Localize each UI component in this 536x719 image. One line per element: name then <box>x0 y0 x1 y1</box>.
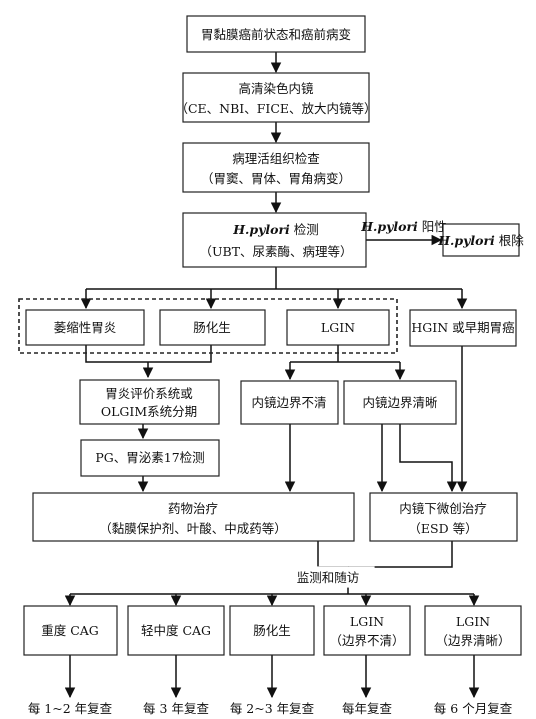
node-endoscopic-therapy-title: 内镜下微创治疗 <box>399 501 487 516</box>
node-unclear-margin: 内镜边界不清 <box>240 380 339 425</box>
node-surveillance: 监测和随访 <box>283 566 375 588</box>
node-endoscopic-therapy-detail: （ESD 等） <box>408 521 477 536</box>
node-hp-test: H.pylori 检测 （UBT、尿素酶、病理等） <box>182 212 367 268</box>
node-review-yearly: 每年复查 <box>323 698 411 718</box>
node-review-3y: 每 3 年复查 <box>127 698 225 718</box>
edge-n4-split <box>86 267 462 290</box>
hp-italic: H.pylori <box>232 222 290 237</box>
node-olgim: 胃炎评价系统或 OLGIM系统分期 <box>79 379 220 425</box>
node-pg-test-text: PG、胃泌素17检测 <box>95 450 204 465</box>
node-biopsy: 病理活组织检查 （胃窦、胃体、胃角病变） <box>182 142 370 193</box>
node-pg-test: PG、胃泌素17检测 <box>80 439 220 477</box>
node-lgin-unclear: LGIN （边界不清） <box>323 605 411 656</box>
node-review-3y-text: 每 3 年复查 <box>143 701 209 716</box>
node-mild-cag-text: 轻中度 CAG <box>141 623 211 638</box>
node-drug-therapy-detail: （黏膜保护剂、叶酸、中成药等） <box>99 521 287 536</box>
hp-positive-suffix: 阳性 <box>418 219 447 234</box>
node-clear-margin: 内镜边界清晰 <box>343 380 457 425</box>
node-intestinal-metaplasia: 肠化生 <box>159 309 266 346</box>
node-im-followup-text: 肠化生 <box>253 623 291 638</box>
node-surveillance-text: 监测和随访 <box>297 570 360 585</box>
node-biopsy-detail: （胃窦、胃体、胃角病变） <box>201 171 351 186</box>
node-chromoendoscopy: 高清染色内镜 （CE、NBI、FICE、放大内镜等） <box>175 72 377 123</box>
node-endoscopic-therapy: 内镜下微创治疗 （ESD 等） <box>369 492 518 542</box>
node-chromoendoscopy-title: 高清染色内镜 <box>238 81 314 96</box>
edge-n8-n11 <box>290 345 400 379</box>
node-hgin-text: HGIN 或早期胃癌 <box>411 320 514 335</box>
node-review-2-3y-text: 每 2~3 年复查 <box>230 701 315 716</box>
hp-eradication-suffix: 根除 <box>495 233 524 248</box>
node-olgim-detail: OLGIM系统分期 <box>101 404 197 419</box>
node-severe-cag-text: 重度 CAG <box>41 623 99 638</box>
node-lgin-clear-detail: （边界清晰） <box>435 633 510 648</box>
node-clear-margin-text: 内镜边界清晰 <box>362 395 437 410</box>
node-atrophic-gastritis: 萎缩性胃炎 <box>25 309 145 346</box>
node-biopsy-title: 病理活组织检查 <box>232 151 320 166</box>
node-hp-eradication: H.pylori 根除 <box>437 223 524 257</box>
node-lgin-unclear-title: LGIN <box>350 614 384 629</box>
node-lgin-text: LGIN <box>321 320 355 335</box>
hp-test-suffix: 检测 <box>290 222 319 237</box>
node-unclear-margin-text: 内镜边界不清 <box>251 395 326 410</box>
edge-n12-n15b <box>399 424 458 493</box>
edge-n16-split <box>70 587 474 595</box>
node-review-6m-text: 每 6 个月复查 <box>434 701 513 716</box>
node-lgin: LGIN <box>286 309 390 346</box>
node-mild-cag: 轻中度 CAG <box>127 605 225 656</box>
node-atrophic-gastritis-text: 萎缩性胃炎 <box>54 320 117 335</box>
node-precancerous: 胃黏膜癌前状态和癌前病变 <box>186 15 366 53</box>
node-im-followup: 肠化生 <box>229 605 315 656</box>
node-chromoendoscopy-detail: （CE、NBI、FICE、放大内镜等） <box>175 101 376 116</box>
hp-italic-eradication: H.pylori <box>437 233 495 248</box>
node-severe-cag: 重度 CAG <box>23 605 118 656</box>
node-review-yearly-text: 每年复查 <box>342 701 393 716</box>
lesion-group-frame <box>18 298 398 354</box>
node-drug-therapy-title: 药物治疗 <box>168 501 218 516</box>
node-review-1-2y: 每 1~2 年复查 <box>23 698 118 718</box>
node-drug-therapy: 药物治疗 （黏膜保护剂、叶酸、中成药等） <box>32 492 355 542</box>
node-hp-test-detail: （UBT、尿素酶、病理等） <box>199 244 352 259</box>
node-review-1-2y-text: 每 1~2 年复查 <box>28 701 113 716</box>
node-hp-test-title: H.pylori 检测 <box>232 222 319 237</box>
node-review-6m: 每 6 个月复查 <box>422 698 524 718</box>
edge-label-hp-positive: H.pylori 阳性 <box>360 219 447 234</box>
node-intestinal-metaplasia-text: 肠化生 <box>193 320 231 335</box>
edge-n15-n16 <box>348 541 453 568</box>
hp-italic-label: H.pylori <box>360 219 418 234</box>
node-olgim-title: 胃炎评价系统或 <box>105 386 193 401</box>
node-review-2-3y: 每 2~3 年复查 <box>227 698 317 718</box>
edge-n6n7-n10 <box>85 345 212 377</box>
node-precancerous-text: 胃黏膜癌前状态和癌前病变 <box>201 27 351 42</box>
node-lgin-clear-title: LGIN <box>456 614 490 629</box>
node-lgin-clear: LGIN （边界清晰） <box>424 605 522 656</box>
node-hp-eradication-text: H.pylori 根除 <box>437 233 524 248</box>
node-hgin: HGIN 或早期胃癌 <box>409 309 517 347</box>
node-lgin-unclear-detail: （边界不清） <box>329 633 404 648</box>
